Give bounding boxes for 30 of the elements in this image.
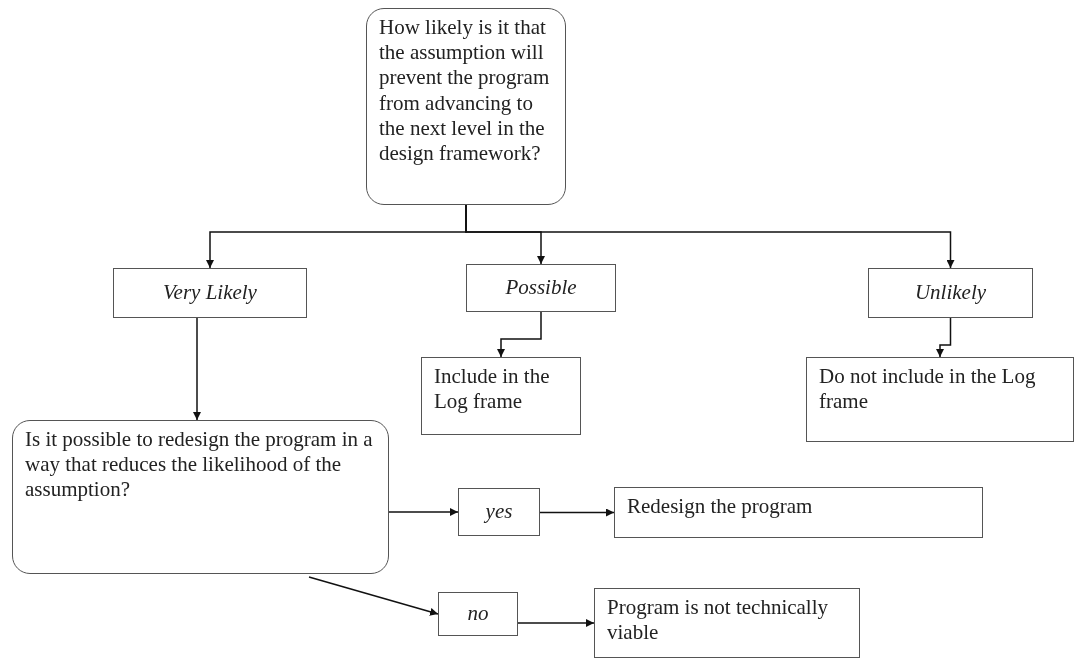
answer-box bbox=[868, 268, 1033, 318]
node-text: Include in the Log frame bbox=[434, 364, 551, 415]
question-box bbox=[366, 8, 566, 205]
node-text: Redesign the program bbox=[627, 494, 814, 520]
node-text: How likely is it that the assumption will prevent the program from advancing to the next level in the design framework? bbox=[379, 15, 551, 167]
node-text: Very Likely bbox=[163, 280, 257, 306]
node-text: Unlikely bbox=[914, 280, 987, 306]
node-text: yes bbox=[485, 499, 513, 525]
arrow bbox=[517, 619, 595, 627]
arrow bbox=[497, 311, 542, 358]
question-box bbox=[12, 420, 389, 574]
arrow bbox=[388, 508, 459, 516]
arrow bbox=[539, 508, 615, 517]
node-text: Do not include in the Log frame bbox=[819, 364, 1037, 415]
outcome-box bbox=[806, 357, 1074, 442]
answer-box bbox=[113, 268, 307, 318]
node-text: no bbox=[467, 601, 489, 627]
outcome-box bbox=[421, 357, 581, 435]
arrow bbox=[193, 317, 201, 421]
answer-box bbox=[458, 488, 540, 536]
node-text: Is it possible to redesign the program in a way that reduces the likelihood of the assumption? bbox=[25, 427, 374, 503]
outcome-box bbox=[614, 487, 983, 538]
outcome-box bbox=[594, 588, 860, 658]
node-text: Program is not technically viable bbox=[607, 595, 830, 646]
answer-box bbox=[466, 264, 616, 312]
node-text: Possible bbox=[505, 275, 577, 301]
arrow bbox=[936, 317, 952, 358]
arrow bbox=[465, 204, 955, 269]
arrow bbox=[308, 576, 439, 616]
answer-box bbox=[438, 592, 518, 636]
